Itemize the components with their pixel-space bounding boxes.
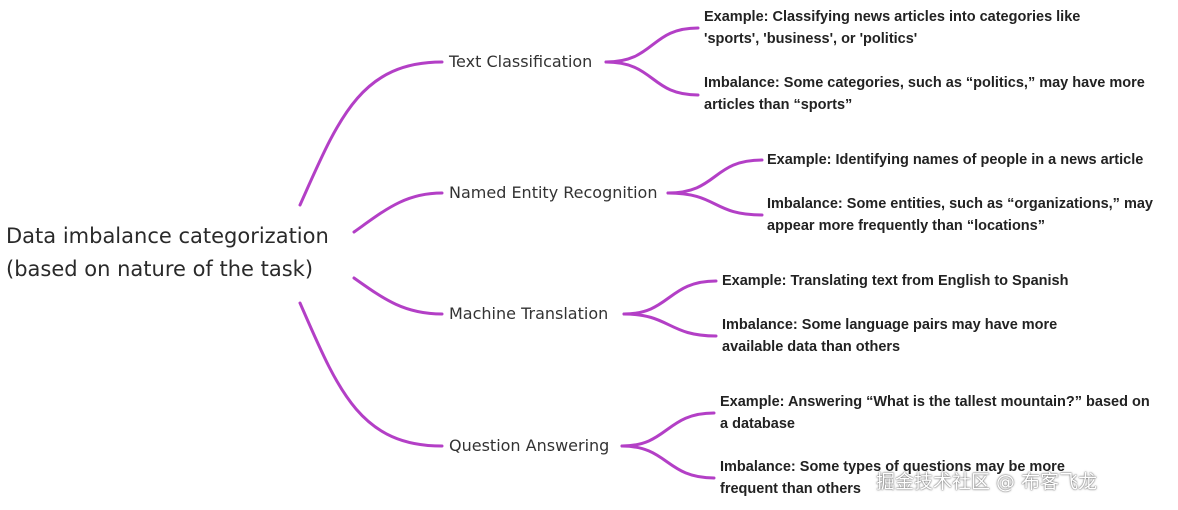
leaf-machine-translation-imbalance: Imbalance: Some language pairs may have … [722,317,1058,355]
connector-root-text-classification [298,60,444,207]
connector-named-entity-imbalance [666,191,764,217]
root-node: Data imbalance categorization (based on … [6,220,346,286]
connector-question-answering-imbalance [620,444,716,480]
connector-machine-translation-imbalance [622,312,718,338]
connector-lines [298,26,764,480]
connector-root-question-answering [298,301,444,448]
connector-root-named-entity [352,191,444,234]
connector-named-entity-example [666,158,764,195]
leaf-text-classification-example: Example: Classifying news articles into … [704,9,1081,47]
branch-text-classification: Text Classification [449,52,593,71]
leaf-text-classification-imbalance: Imbalance: Some categories, such as “pol… [704,75,1145,113]
watermark-text: 掘金技术社区 @ 布客飞龙 [876,471,1098,493]
branch-machine-translation: Machine Translation [449,304,609,323]
connector-root-machine-translation [352,276,444,316]
leaf-question-answering-imbalance: Imbalance: Some types of questions may b… [720,459,1065,497]
connector-text-classification-imbalance [604,60,700,97]
connector-machine-translation-example [622,279,718,316]
root-title-line1: Data imbalance categorization [6,224,329,248]
branch-question-answering: Question Answering [449,436,610,455]
leaf-question-answering-example: Example: Answering “What is the tallest … [720,394,1150,432]
connector-text-classification-example [604,26,700,64]
connector-question-answering-example [620,411,716,448]
leaf-machine-translation-example: Example: Translating text from English t… [722,273,1069,289]
root-title-line2: (based on nature of the task) [6,257,314,281]
branch-named-entity-recognition: Named Entity Recognition [449,183,658,202]
leaf-named-entity-imbalance: Imbalance: Some entities, such as “organ… [767,196,1153,234]
leaf-named-entity-example: Example: Identifying names of people in … [767,152,1144,168]
